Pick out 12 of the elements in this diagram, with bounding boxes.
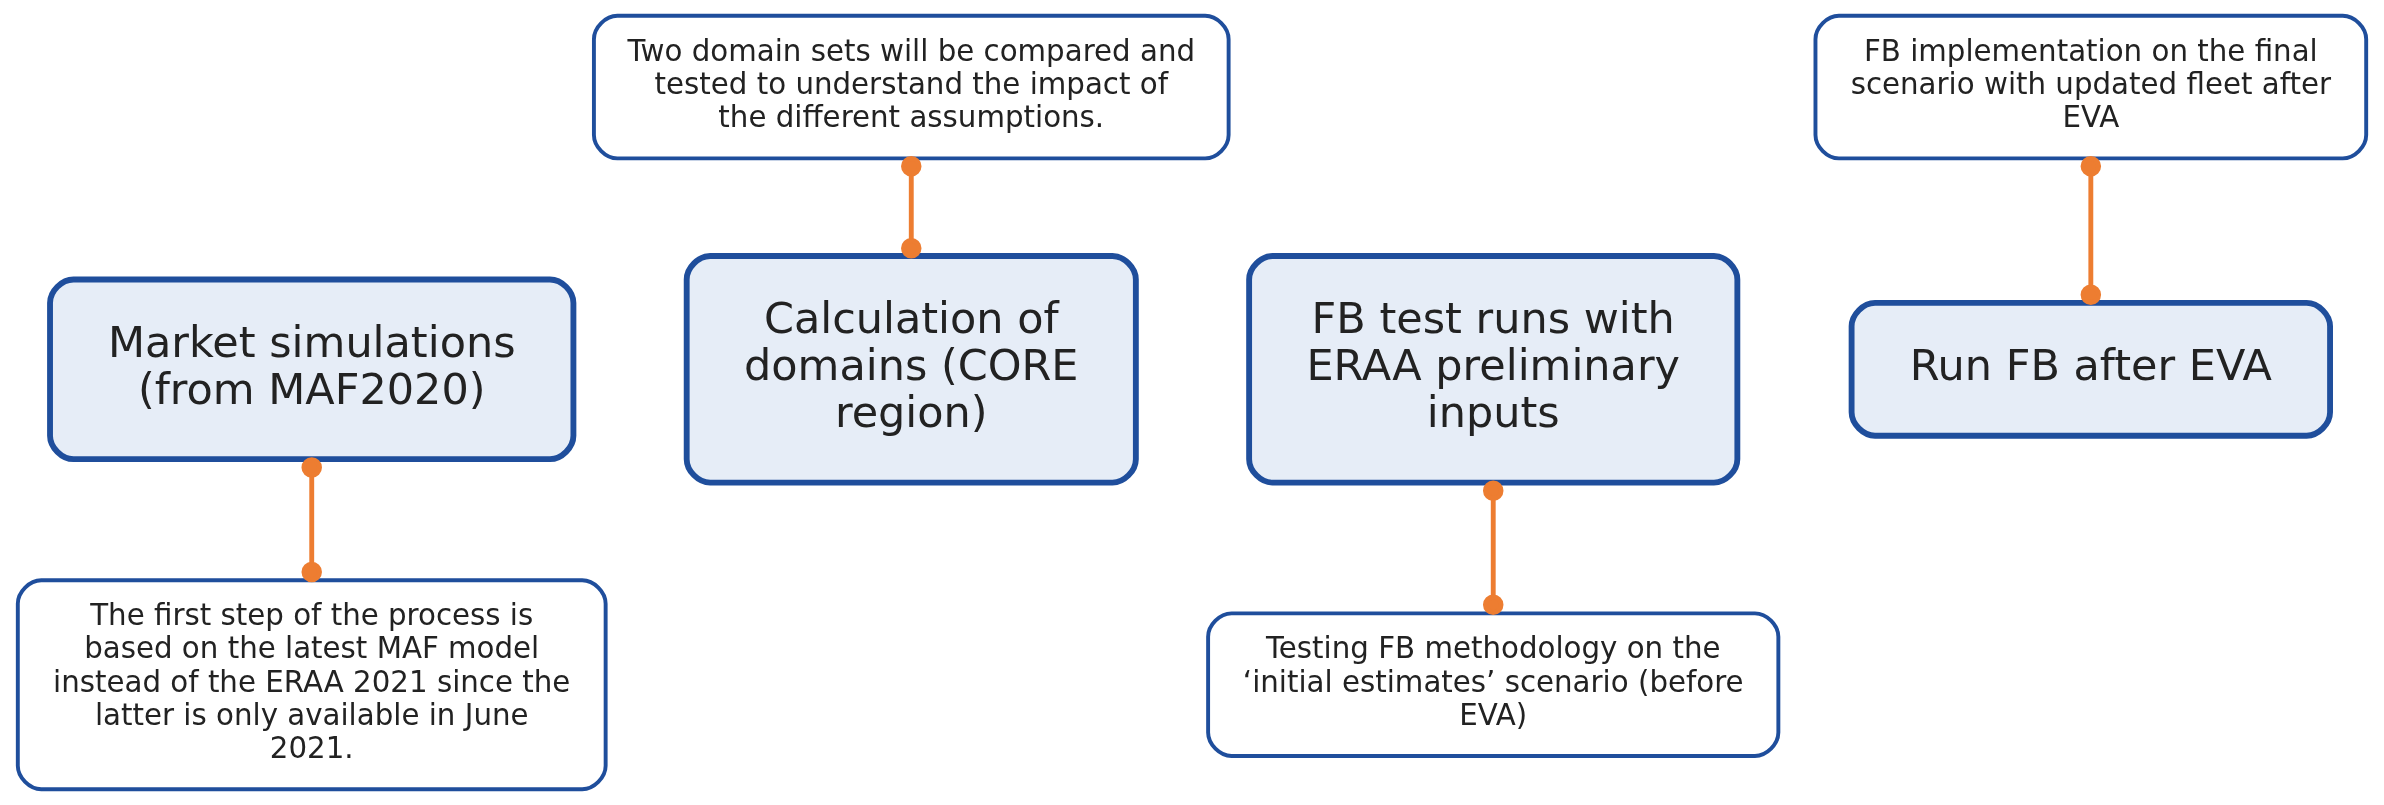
connector (2080, 156, 2102, 305)
node-box: FB implementation on the final scenario with updated fleet after EVA (1813, 13, 2369, 161)
node-box: Calculation of domains (CORE region) (683, 253, 1139, 486)
node-box: The first step of the process is based on the latest MAF model instead of the ERAA 2021 since the latter is only available in June 2021. (15, 578, 608, 792)
node-box: Market simulations (from MAF2020) (47, 276, 577, 463)
node-box: Testing FB methodology on the ‘initial estimates’ scenario (before EVA) (1206, 611, 1781, 758)
connector (901, 156, 922, 259)
node-box: Run FB after EVA (1848, 299, 2333, 439)
node-box: Two domain sets will be compared and tested to understand the impact of the different assumptions. (591, 13, 1231, 161)
connector (1483, 480, 1504, 616)
node-box: FB test runs with ERAA preliminary inputs (1246, 253, 1741, 486)
connector (301, 457, 322, 583)
